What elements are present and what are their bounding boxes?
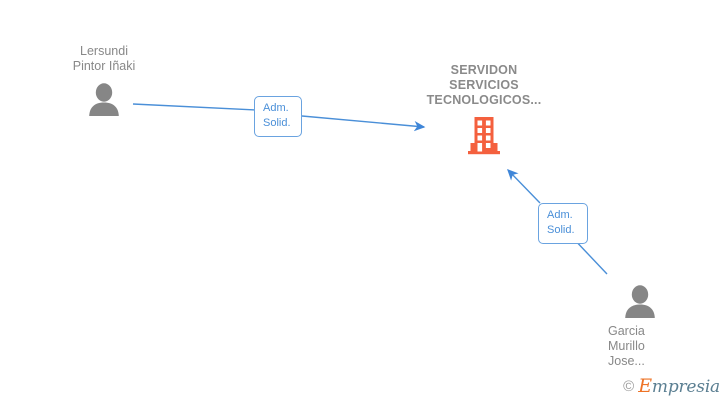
- edge-label-adm-solid-lersundi[interactable]: Adm. Solid.: [254, 96, 302, 137]
- person-icon: [86, 82, 122, 116]
- empresia-watermark: © Empresia: [623, 377, 720, 396]
- edge-garcia-upper-segment: [507, 168, 541, 204]
- person-label-garcia: Garcia Murillo Jose...: [608, 324, 645, 368]
- empresia-logo-rest: mpresia: [651, 377, 720, 397]
- edge-label-adm-solid-garcia[interactable]: Adm. Solid.: [538, 203, 588, 244]
- person-node-lersundi[interactable]: Lersundi Pintor Iñaki: [40, 44, 168, 116]
- person-icon: [622, 284, 658, 318]
- empresia-logo: Empresia: [638, 377, 720, 396]
- copyright-symbol: ©: [623, 378, 635, 395]
- person-node-garcia[interactable]: Garcia Murillo Jose...: [608, 284, 718, 369]
- company-title: SERVIDON SERVICIOS TECNOLOGICOS...: [426, 63, 542, 107]
- empresia-logo-initial: E: [638, 375, 652, 397]
- office-building-icon: [467, 115, 501, 155]
- company-node-servidon[interactable]: SERVIDON SERVICIOS TECNOLOGICOS...: [404, 63, 564, 155]
- person-label-lersundi: Lersundi Pintor Iñaki: [72, 44, 136, 73]
